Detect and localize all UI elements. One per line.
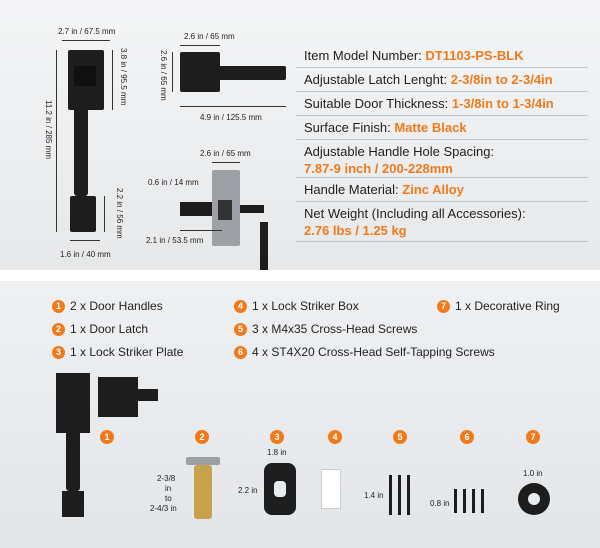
dim-rose-height: 2.6 in / 65 mm [159,50,168,101]
dim-bottom-width: 1.6 in / 40 mm [60,250,111,259]
dim-latch-face: 0.6 in / 14 mm [148,178,199,187]
product-dimensions-panel: 2.7 in / 67.5 mm 3.8 in / 95.5 mm 11.2 i… [0,0,600,270]
latch-bolt [218,200,232,220]
dim-latch-width: 2.6 in / 65 mm [200,149,251,158]
striker-box-image [321,469,341,509]
spec-finish: Surface Finish: Matte Black [296,116,588,140]
panel-divider [0,270,600,281]
dim-plate-w: 1.8 in [267,448,287,457]
item-badge-2: 2 [195,430,209,444]
latch-inner-rose [180,202,212,216]
spec-door-thickness: Suitable Door Thickness: 1-3/8in to 1-3/… [296,92,588,116]
dim-ring-d: 1.0 in [523,469,543,478]
dim-self-tap-len: 0.8 in [430,499,450,508]
dim-backset: 2.1 in / 53.5 mm [146,236,204,245]
latch-spindle [240,205,264,213]
dim-lever-length: 4.9 in / 125.5 mm [200,113,262,122]
dim-latch-a: 2-3/8 [157,474,176,483]
dim-bottom-height: 2.2 in / 56 mm [115,188,124,239]
lever-arm [200,66,286,80]
dim-screw-len: 1.4 in [364,491,384,500]
spec-model: Item Model Number: DT1103-PS-BLK [296,44,588,68]
item-badge-4: 4 [328,430,342,444]
thumb-latch [74,66,96,86]
item-badge-3: 3 [270,430,284,444]
item-badge-1: 1 [100,430,114,444]
handle-bottom-plate [70,196,96,232]
spec-list: Item Model Number: DT1103-PS-BLK Adjusta… [296,44,588,242]
dim-latch-b: 2-4/3 in [150,504,177,513]
latch-lever [260,222,268,270]
spec-latch-length: Adjustable Latch Lenght: 2-3/8in to 2-3/… [296,68,588,92]
item-badge-6: 6 [460,430,474,444]
spec-material: Handle Material: Zinc Alloy [296,178,588,202]
spec-hole-spacing: Adjustable Handle Hole Spacing:7.87-9 in… [296,140,588,178]
item-badge-7: 7 [526,430,540,444]
dim-plate-width: 2.7 in / 67.5 mm [58,27,116,36]
dim-total-height: 11.2 in / 285 mm [44,100,53,159]
handle-grip [74,96,88,196]
dim-rose-width: 2.6 in / 65 mm [184,32,235,41]
dim-latch-to: to [165,494,172,503]
dim-latch-in: in [165,484,172,493]
dim-plate-height: 3.8 in / 95.5 mm [119,48,128,106]
spec-weight: Net Weight (Including all Accessories):2… [296,202,588,242]
dim-plate-h: 2.2 in [238,486,258,495]
item-badge-5: 5 [393,430,407,444]
